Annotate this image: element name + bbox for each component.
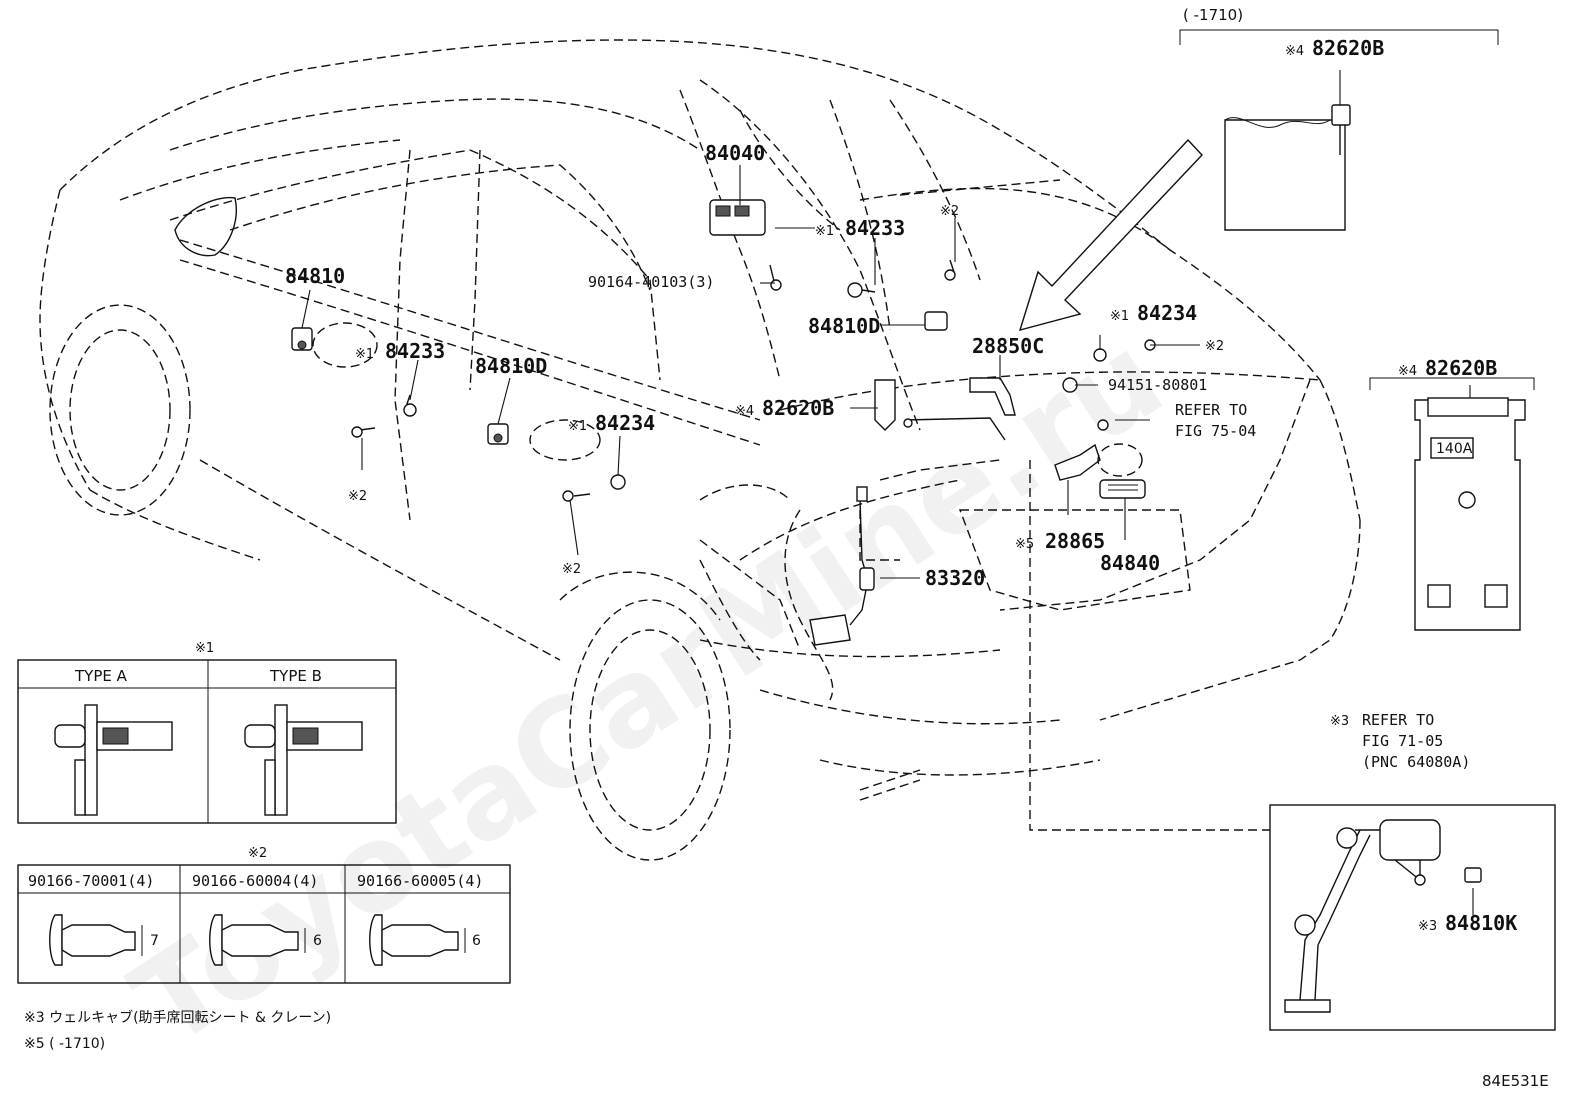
refer-71-line1: REFER TO: [1362, 711, 1434, 729]
label-94151: 94151-80801: [1108, 376, 1207, 394]
part-84234-mid-clip: [562, 474, 626, 502]
mark-1-84233: ※1: [815, 224, 834, 239]
part-83320-cable: [809, 486, 875, 646]
part-84233-top-clip: [847, 282, 876, 298]
mark-4-right: ※4: [1398, 364, 1417, 379]
label-84234-right: 84234: [1137, 301, 1197, 325]
label-90164: 90164-40103(3): [588, 273, 714, 291]
label-84810D-top: 84810D: [808, 314, 880, 338]
mark-1-84234-mid: ※1: [568, 419, 587, 434]
label-82620B-top: 82620B: [1312, 36, 1384, 60]
part-82620B-bracket: [874, 379, 1006, 441]
car-body-outline: [39, 39, 1361, 861]
figure-code: 84E531E: [1482, 1072, 1549, 1090]
part-84810D-mid: [487, 423, 509, 445]
label-84840: 84840: [1100, 551, 1160, 575]
mark-2-left: ※2: [348, 489, 367, 504]
part-84810-left: [291, 327, 313, 351]
label-84233-left: 84233: [385, 339, 445, 363]
mark-2-top: ※2: [940, 204, 959, 219]
label-84810: 84810: [285, 264, 345, 288]
mark-2-right: ※2: [1205, 339, 1224, 354]
note-5: ※5 ( -1710): [24, 1036, 105, 1052]
mark-5-28865: ※5: [1015, 537, 1034, 552]
part-84840-switch: [1099, 479, 1146, 499]
part-90164-bolt: [769, 264, 782, 291]
inset-crane: [1269, 804, 1556, 1031]
clip-dim-3: 6: [472, 933, 481, 949]
type-b-header: TYPE B: [269, 667, 322, 685]
part-top-screw: [944, 259, 956, 281]
part-84233-left-clip: [351, 394, 417, 438]
fuse-block: [1369, 377, 1535, 631]
label-82620B-right: 82620B: [1425, 356, 1497, 380]
part-28865-bracket: [1054, 419, 1143, 481]
mark-4-top: ※4: [1285, 44, 1304, 59]
part-84040-switch: [709, 199, 766, 236]
refer-75-line1: REFER TO: [1175, 401, 1247, 419]
label-84810K: 84810K: [1445, 911, 1517, 935]
clip-table-title: ※2: [248, 846, 267, 861]
clip-drawing-1: [49, 914, 143, 966]
clip-drawing-3: [369, 914, 466, 966]
mark-3-84810K: ※3: [1418, 919, 1437, 934]
type-table: ※1 TYPE A TYPE B: [17, 641, 397, 824]
clip-part-2: 90166-60004(4): [192, 872, 318, 890]
clip-drawing-2: [209, 914, 306, 966]
clip-part-1: 90166-70001(4): [28, 872, 154, 890]
clip-dim-1: 7: [150, 933, 159, 949]
type-b-clip: [244, 704, 363, 816]
clip-table: ※2 90166-70001(4) 90166-60004(4) 90166-6…: [17, 846, 511, 984]
leader-lines: [301, 70, 1474, 915]
label-84810D-mid: 84810D: [475, 354, 547, 378]
top-range-note: ( -1710): [1183, 6, 1243, 24]
mark-3-refer: ※3: [1330, 714, 1349, 729]
mark-4-82620B: ※4: [735, 404, 754, 419]
mark-1-84234-right: ※1: [1110, 309, 1129, 324]
type-a-clip: [54, 704, 173, 816]
type-table-title: ※1: [195, 641, 214, 656]
fuse-140A: 140A: [1436, 441, 1473, 457]
mark-2-mid: ※2: [562, 562, 581, 577]
label-84234-mid: 84234: [595, 411, 655, 435]
refer-71-line3: (PNC 64080A): [1362, 753, 1470, 771]
label-83320: 83320: [925, 566, 985, 590]
label-82620B-main: 82620B: [762, 396, 834, 420]
label-84040: 84040: [705, 141, 765, 165]
label-84233-top: 84233: [845, 216, 905, 240]
type-a-header: TYPE A: [74, 667, 128, 685]
part-labels: ( -1710) 84040 ※1 84233 ※2 90164-40103(3…: [285, 6, 1517, 935]
clip-part-3: 90166-60005(4): [357, 872, 483, 890]
part-28850C-bracket: [969, 377, 1016, 416]
mark-1-84233-left: ※1: [355, 347, 374, 362]
refer-75-line2: FIG 75-04: [1175, 422, 1256, 440]
label-28865: 28865: [1045, 529, 1105, 553]
refer-71-line2: FIG 71-05: [1362, 732, 1443, 750]
part-84810D-top: [924, 311, 948, 331]
note-3: ※3 ウェルキャブ(助手席回転シート & クレーン): [24, 1009, 331, 1026]
part-94151-nut: [1062, 377, 1078, 393]
inset-battery: [1018, 29, 1499, 332]
clip-dim-2: 6: [313, 933, 322, 949]
label-28850C: 28850C: [972, 334, 1044, 358]
